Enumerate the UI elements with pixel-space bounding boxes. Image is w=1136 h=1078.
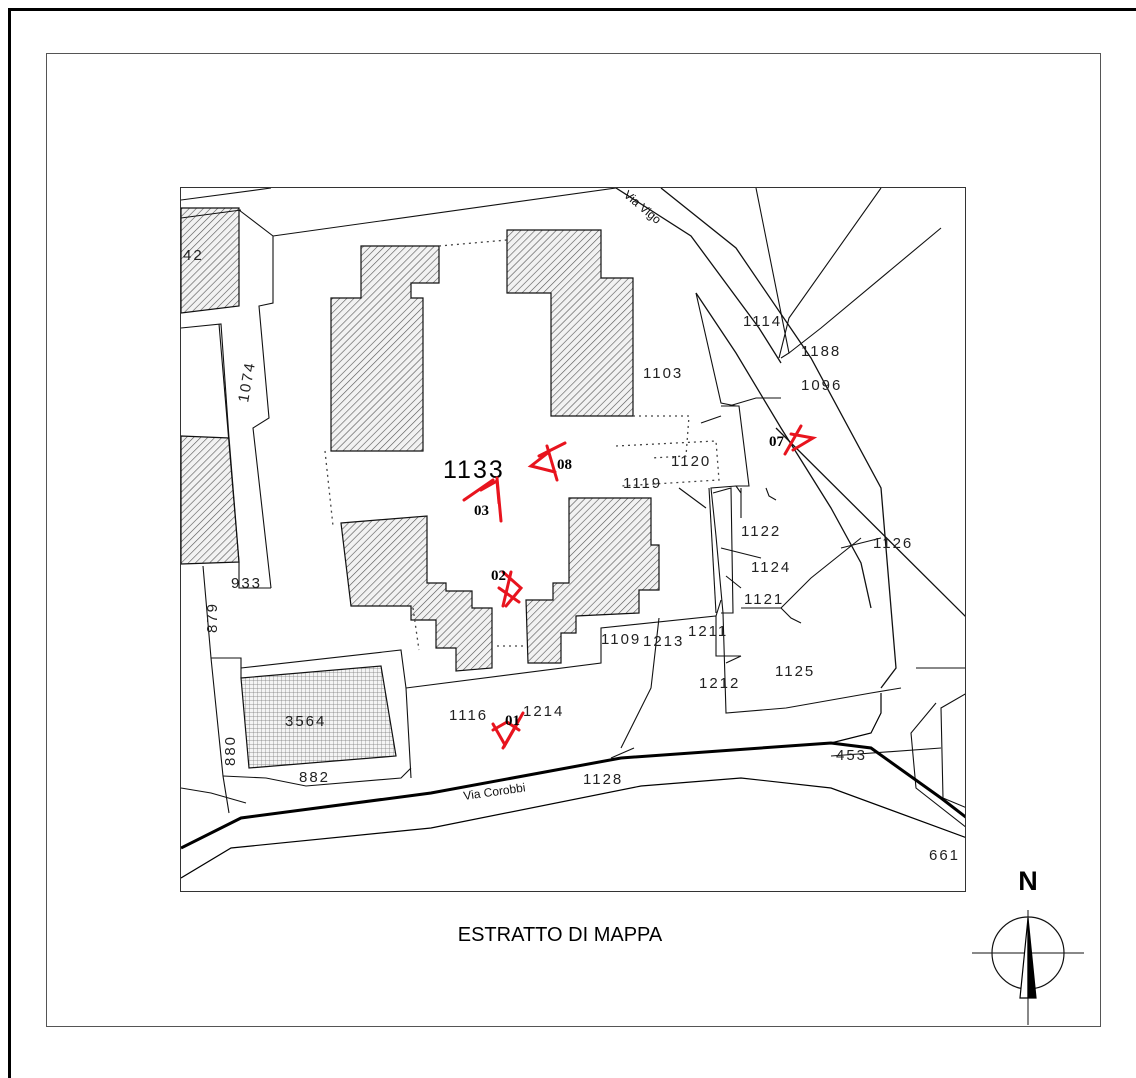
- parcel-933: 933: [231, 575, 262, 592]
- parcel-1122: 1122: [741, 523, 781, 540]
- viewpoint-08-label: 08: [557, 457, 572, 473]
- viewpoint-08-icon: [527, 441, 567, 482]
- map-svg: Via Corobbi Via Vigo 1133 42 1074 933 87…: [181, 188, 965, 879]
- parcel-1121: 1121: [744, 591, 784, 608]
- parcel-1214: 1214: [523, 703, 564, 720]
- parcel-1103: 1103: [643, 365, 683, 382]
- viewpoint-03-label: 03: [474, 503, 489, 519]
- dotted-outlines: [324, 239, 720, 651]
- viewpoint-03-icon: [462, 476, 503, 523]
- parcel-1114: 1114: [743, 313, 782, 330]
- building-sw: [340, 515, 493, 672]
- building-west-top: [181, 207, 240, 314]
- parcel-1096: 1096: [801, 377, 842, 394]
- parcel-1213: 1213: [643, 633, 684, 650]
- main-parcel-number: 1133: [443, 456, 505, 484]
- building-ne: [506, 229, 634, 417]
- viewpoint-02-label: 02: [491, 568, 506, 584]
- viewpoint-markers: [462, 424, 818, 750]
- north-arrow-compass-icon: [972, 910, 1084, 1025]
- viewpoint-labels: 01 02 03 07 08: [474, 434, 785, 729]
- parcel-1188: 1188: [801, 343, 841, 360]
- cadastral-map: Via Corobbi Via Vigo 1133 42 1074 933 87…: [180, 187, 966, 892]
- parcel-42: 42: [183, 247, 204, 264]
- via-corobbi-road: [181, 693, 965, 879]
- parcel-lines: [181, 188, 965, 828]
- parcel-1126: 1126: [873, 535, 913, 552]
- parcel-1109: 1109: [601, 631, 641, 648]
- parcel-1125: 1125: [775, 663, 815, 680]
- parcel-1128: 1128: [583, 771, 623, 788]
- parcel-3564: 3564: [285, 713, 326, 730]
- building-se: [525, 497, 660, 664]
- buildings: [181, 207, 660, 769]
- parcel-453: 453: [836, 747, 867, 764]
- parcel-1120: 1120: [671, 453, 711, 470]
- north-label: N: [1018, 866, 1038, 896]
- inner-frame: [46, 53, 1101, 1027]
- parcel-661: 661: [929, 847, 960, 864]
- map-title: ESTRATTO DI MAPPA: [457, 924, 663, 946]
- viewpoint-02-icon: [497, 570, 524, 608]
- outer-frame: [8, 8, 1136, 1078]
- parcel-1212: 1212: [699, 675, 740, 692]
- viewpoint-01-icon: [491, 711, 525, 750]
- viewpoint-01-label: 01: [505, 713, 520, 729]
- parcel-1124: 1124: [751, 559, 791, 576]
- via-vigo-road: [615, 188, 965, 689]
- street-label-via-vigo: Via Vigo: [621, 188, 664, 227]
- building-nw: [330, 245, 440, 452]
- building-3564: [240, 665, 397, 769]
- parcel-879: 879: [204, 602, 221, 633]
- parcel-882: 882: [299, 769, 330, 786]
- parcel-1211: 1211: [688, 623, 728, 640]
- parcel-1116: 1116: [449, 707, 488, 724]
- viewpoint-07-label: 07: [769, 434, 785, 450]
- parcel-880: 880: [222, 735, 239, 766]
- parcel-1074: 1074: [235, 360, 259, 404]
- parcel-numbers: 42 1074 933 879 880 3564 882 1116 1214 1…: [183, 247, 960, 864]
- street-label-via-corobbi: Via Corobbi: [462, 780, 526, 803]
- viewpoint-07-icon: [783, 424, 818, 456]
- parcel-1119: 1119: [623, 475, 662, 492]
